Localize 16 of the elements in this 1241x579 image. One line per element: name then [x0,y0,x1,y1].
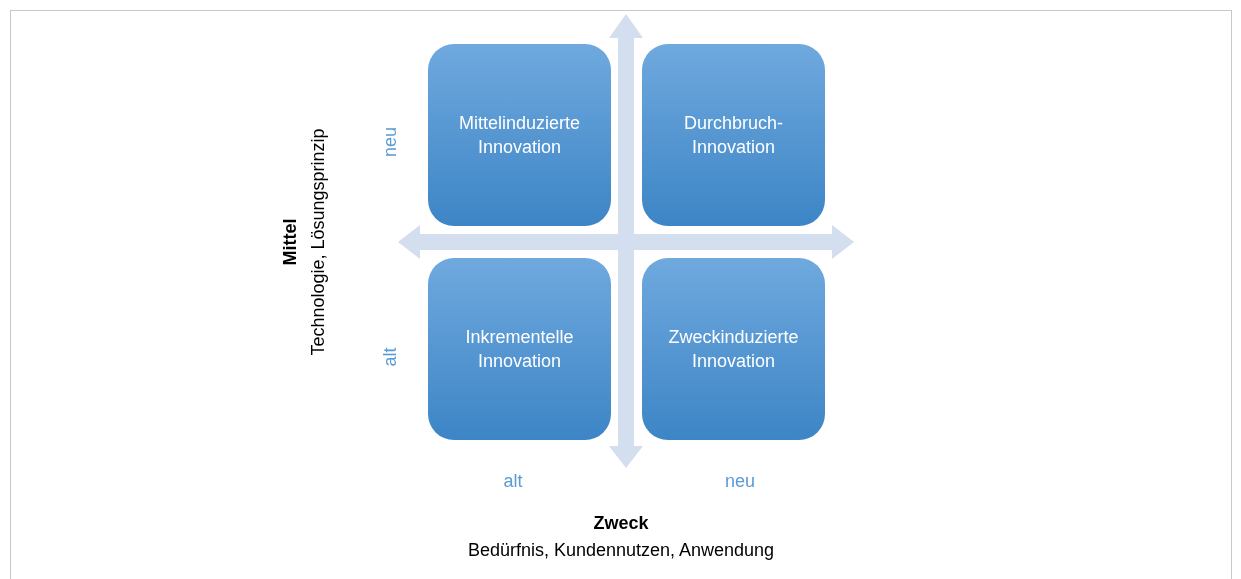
axis-value-label: neu [379,127,401,157]
axis-title: Zweck [593,512,649,534]
axis-subtitle: Bedürfnis, Kundennutzen, Anwendung [467,539,775,561]
quadrant-label: Inkrementelle Innovation [464,326,575,373]
axis-value-label: alt [503,470,523,492]
axis-value-label: alt [379,347,401,367]
quadrant-box [642,258,825,440]
quadrant-box [428,258,611,440]
quadrant-box [428,44,611,226]
quadrant-label: Durchbruch- Innovation [682,112,784,159]
quadrant-label: Mittelinduzierte Innovation [457,112,582,159]
quadrant-box [642,44,825,226]
axis-subtitle: Technologie, Lösungsprinzip [307,128,329,356]
quadrant-label: Zweckinduzierte Innovation [667,326,800,373]
axis-value-label: neu [725,470,755,492]
axis-title: Mittel [279,218,301,266]
